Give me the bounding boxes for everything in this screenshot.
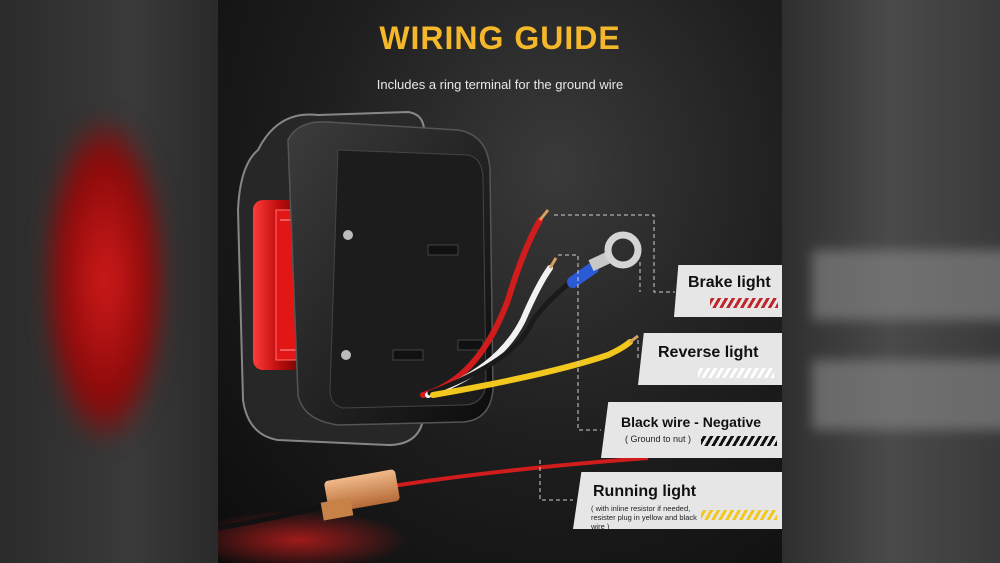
running-stripe bbox=[701, 510, 777, 520]
blurred-tail-light bbox=[45, 120, 165, 440]
blurred-panel-2 bbox=[812, 360, 1000, 430]
label-running-light: Running light ( with inline resistor if … bbox=[573, 472, 782, 529]
label-running-light-title: Running light bbox=[593, 483, 697, 500]
blurred-backdrop-right bbox=[782, 0, 1000, 563]
label-reverse-light-title: Reverse light bbox=[658, 344, 759, 361]
label-brake-light-title: Brake light bbox=[688, 274, 771, 291]
label-black-wire: Black wire - Negative ( Ground to nut ) bbox=[601, 402, 782, 458]
blurred-panel-1 bbox=[812, 250, 1000, 320]
product-image: WIRING GUIDE Includes a ring terminal fo… bbox=[218, 0, 782, 563]
label-black-wire-title: Black wire - Negative bbox=[621, 414, 762, 430]
label-running-light-subtitle: ( with inline resistor if needed, resist… bbox=[591, 504, 697, 531]
black-wire-stripe bbox=[701, 436, 777, 446]
brake-stripe bbox=[710, 298, 778, 308]
page-subtitle: Includes a ring terminal for the ground … bbox=[376, 77, 624, 92]
blurred-backdrop-left bbox=[0, 0, 218, 563]
label-brake-light: Brake light bbox=[674, 265, 782, 317]
label-reverse-light: Reverse light bbox=[638, 333, 782, 385]
reverse-stripe bbox=[698, 368, 774, 378]
page-title: WIRING GUIDE bbox=[379, 20, 621, 56]
tail-light-illustration bbox=[218, 110, 675, 563]
label-black-wire-subtitle: ( Ground to nut ) bbox=[625, 434, 692, 444]
